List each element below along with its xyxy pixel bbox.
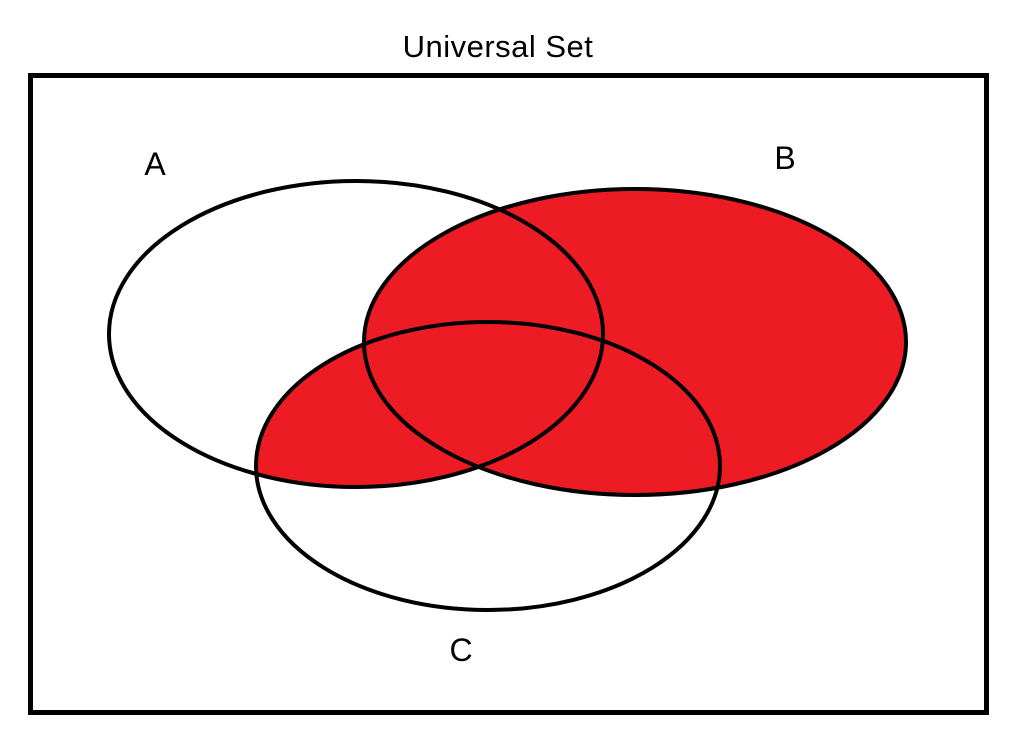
universal-set-border [28, 73, 989, 715]
set-a-outline [107, 179, 605, 489]
diagram-title: Universal Set [403, 29, 594, 64]
set-b-label: B [774, 140, 795, 176]
set-c-label: C [449, 632, 472, 668]
set-c-outline [254, 320, 722, 612]
set-b-outline [362, 187, 908, 497]
set-a-label: A [144, 146, 166, 182]
